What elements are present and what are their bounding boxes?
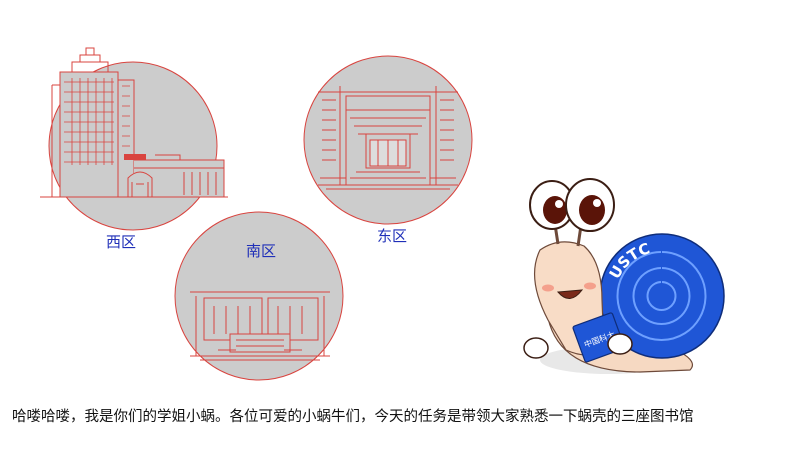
west-campus-label: 西区: [106, 233, 137, 251]
south-library-illustration: [174, 211, 344, 381]
west-sign: [124, 154, 146, 160]
south-campus-label: 南区: [246, 242, 277, 260]
left-hand: [523, 337, 549, 359]
right-hand: [607, 333, 633, 355]
snail-mascot: USTC 中国科大: [523, 178, 725, 374]
west-building: [40, 47, 228, 198]
east-building: [318, 86, 458, 190]
south-building: [190, 291, 330, 361]
west-library-illustration: [40, 47, 228, 231]
caption-text: 哈喽哈喽，我是你们的学姐小蜗。各位可爱的小蜗牛们，今天的任务是带领大家熟悉一下蜗…: [12, 409, 694, 425]
south-circle: [174, 211, 344, 381]
east-campus-label: 东区: [377, 227, 408, 245]
east-library-illustration: [303, 55, 473, 225]
